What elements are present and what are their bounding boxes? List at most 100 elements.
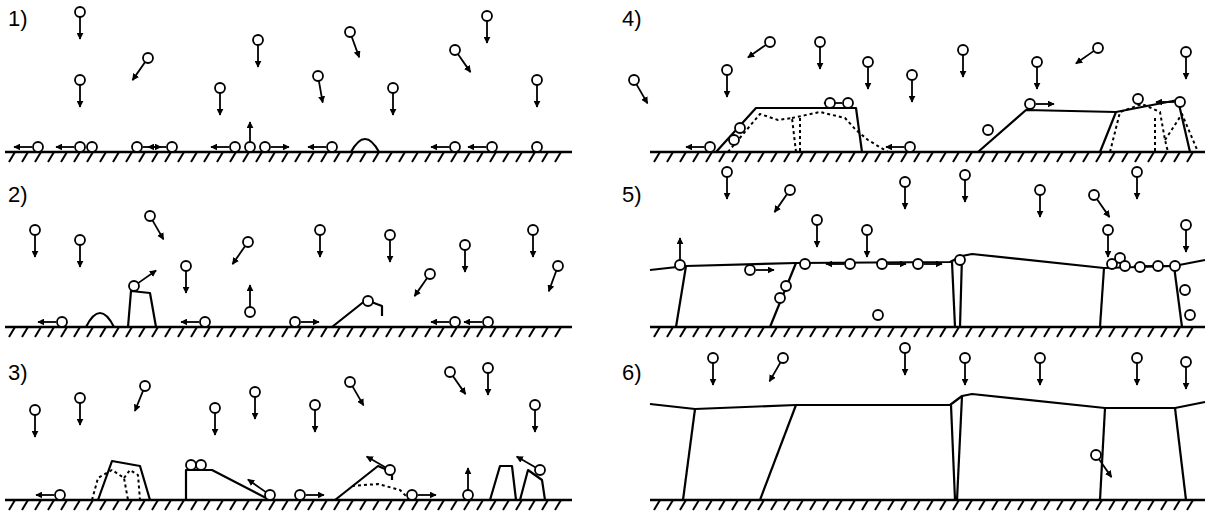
hatch-stroke (113, 152, 119, 162)
hatch-stroke (464, 500, 470, 510)
hatch-stroke (1044, 152, 1050, 162)
motion-arrow (138, 271, 156, 284)
atom (75, 393, 85, 403)
atom (1089, 190, 1099, 200)
hatch-stroke (542, 500, 548, 510)
grain-outline (770, 263, 796, 327)
substrate (650, 500, 1205, 510)
film-surface (650, 394, 1205, 409)
motion-arrow (1076, 51, 1094, 64)
motion-arrow (14, 146, 32, 148)
hatch-stroke (321, 500, 327, 510)
hatch-stroke (1057, 152, 1063, 162)
hatch-stroke (308, 500, 314, 510)
hatch-stroke (464, 327, 470, 337)
hatch-stroke (875, 152, 881, 162)
atom (1103, 225, 1113, 235)
substrate (650, 152, 1205, 162)
hatch-stroke (953, 500, 959, 510)
atom (1153, 261, 1163, 271)
grain-outline (951, 405, 955, 500)
hatch-stroke (914, 152, 920, 162)
hatch-stroke (914, 327, 920, 337)
hatch-stroke (1044, 327, 1050, 337)
hatch-stroke (693, 327, 699, 337)
hatch-stroke (438, 500, 444, 510)
grain-outline (1175, 408, 1186, 500)
motion-arrow (816, 225, 818, 247)
hatch-stroke (412, 500, 418, 510)
motion-arrow (1097, 199, 1110, 217)
hatch-stroke (126, 500, 132, 510)
atom (75, 142, 85, 152)
hatch-stroke (243, 500, 249, 510)
motion-arrow (254, 397, 256, 419)
former-grain-outline (1165, 114, 1198, 152)
motion-arrow (353, 386, 364, 405)
atom (960, 170, 970, 180)
hatch-stroke (22, 152, 28, 162)
hatch-stroke (477, 500, 483, 510)
motion-arrow (726, 75, 728, 97)
atom (765, 37, 775, 47)
motion-arrow (517, 457, 536, 468)
substrate (5, 152, 572, 162)
substrate-surface (650, 326, 1205, 329)
hatch-stroke (758, 152, 764, 162)
atom (57, 317, 67, 327)
motion-arrow (726, 177, 728, 199)
hatch-stroke (74, 500, 80, 510)
hatch-stroke (9, 500, 15, 510)
atom (313, 71, 323, 81)
hatch-stroke (1018, 327, 1024, 337)
hatch-stroke (139, 327, 145, 337)
atom (450, 317, 460, 327)
hatch-stroke (204, 152, 210, 162)
atom (722, 65, 732, 75)
hatch-stroke (22, 500, 28, 510)
hatch-stroke (732, 152, 738, 162)
hatch-stroke (386, 500, 392, 510)
atom (905, 142, 915, 152)
hatch-stroke (940, 500, 946, 510)
hatch-stroke (178, 500, 184, 510)
hatch-stroke (849, 500, 855, 510)
hatch-stroke (1135, 500, 1141, 510)
hatch-stroke (1109, 152, 1115, 162)
hatch-stroke (1148, 152, 1154, 162)
hatch-stroke (386, 327, 392, 337)
atom (245, 142, 255, 152)
hatch-stroke (758, 500, 764, 510)
atom (140, 381, 150, 391)
hatch-stroke (836, 327, 842, 337)
motion-arrow (888, 263, 906, 265)
motion-arrow (866, 235, 868, 257)
hatch-stroke (191, 152, 197, 162)
motion-arrow (185, 271, 187, 293)
atom (290, 317, 300, 327)
motion-arrow (249, 122, 251, 142)
motion-arrow (1036, 67, 1038, 89)
hatch-stroke (360, 152, 366, 162)
hatch-stroke (1057, 500, 1063, 510)
hatch-stroke (529, 500, 535, 510)
hatch-stroke (1031, 500, 1037, 510)
hatch-stroke (74, 152, 80, 162)
hatch-stroke (1005, 152, 1011, 162)
motion-arrow (79, 17, 81, 39)
hatch-stroke (654, 500, 660, 510)
hatch-stroke (862, 500, 868, 510)
hatch-stroke (230, 500, 236, 510)
motion-arrow (458, 54, 471, 72)
atom (1091, 450, 1101, 460)
hatch-stroke (862, 327, 868, 337)
hatch-stroke (1122, 500, 1128, 510)
hatch-stroke (35, 327, 41, 337)
atom (1025, 99, 1035, 109)
hatch-stroke (849, 152, 855, 162)
hatch-stroke (1161, 327, 1167, 337)
hatch-stroke (927, 500, 933, 510)
motion-arrow (964, 180, 966, 202)
atom (245, 307, 255, 317)
atom (327, 142, 337, 152)
